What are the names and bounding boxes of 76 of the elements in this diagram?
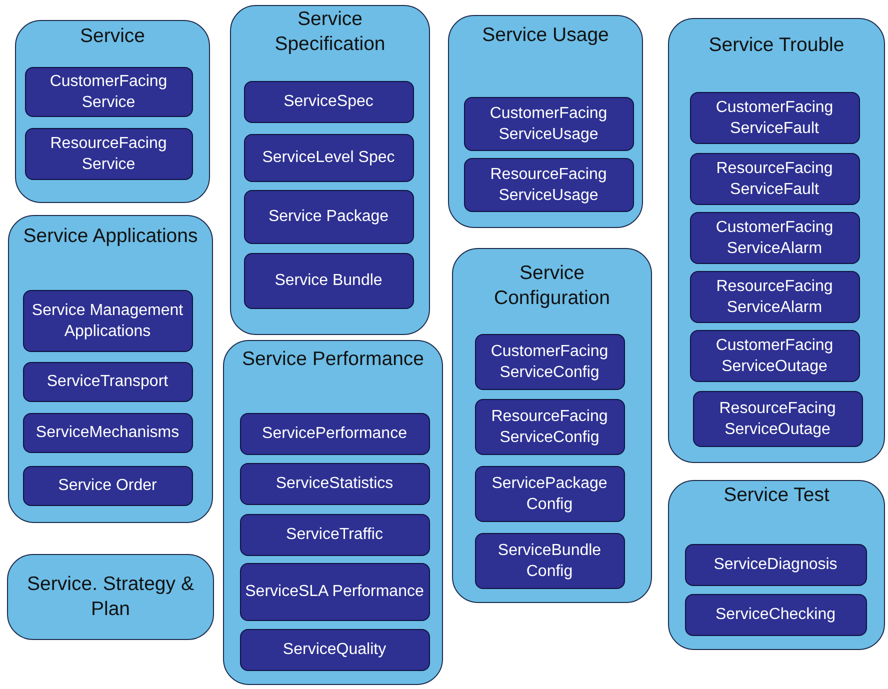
group-title: Service [78, 24, 146, 48]
group-title: Service Applications [22, 224, 199, 248]
entity-box [474, 334, 624, 390]
entity-label: ServicePackage Config [490, 474, 608, 514]
group-panel [668, 480, 885, 650]
entity-box [690, 212, 860, 264]
entity-label: Service Bundle [274, 271, 384, 291]
entity-box [240, 628, 430, 670]
entity-box [690, 152, 860, 204]
entity-box [464, 96, 634, 150]
entity-box [240, 412, 430, 454]
entity-label: ServiceChecking [714, 605, 837, 625]
entity-label: ResourceFacing ServiceFault [715, 158, 834, 200]
entity-label: ResourceFacing ServiceUsage [489, 164, 608, 206]
entity-label: ResourceFacing ServiceOutage [718, 398, 837, 440]
entity-box [22, 412, 192, 452]
entity-box [244, 190, 414, 244]
entity-box [24, 128, 192, 180]
group-panel [668, 18, 885, 463]
entity-label: ServiceQuality [282, 640, 388, 660]
entity-label: ServiceLevel Spec [261, 148, 396, 168]
entity-label: ResourceFacing Service [49, 134, 168, 174]
entity-label: ResourceFacing ServiceConfig [490, 406, 609, 448]
entity-label: ServiceSLA Performance [244, 582, 425, 602]
entity-label: CustomerFacing ServiceOutage [714, 336, 834, 376]
entity-label: ServiceTraffic [285, 525, 384, 545]
entity-label: CustomerFacing ServiceConfig [490, 342, 610, 382]
group-title: Service Configuration [493, 260, 611, 310]
group-panel [8, 215, 213, 523]
entity-label: CustomerFacing ServiceUsage [488, 104, 608, 144]
entity-box [690, 92, 860, 144]
entity-label: ServiceBundle Config [496, 540, 602, 582]
entity-label: ServiceTransport [46, 372, 170, 392]
group-panel [15, 20, 210, 203]
entity-label: ServiceMechanisms [34, 423, 180, 443]
entity-label: ServicePerformance [261, 424, 408, 444]
entity-box [690, 330, 860, 382]
group-panel [448, 15, 643, 228]
entity-box [22, 290, 192, 352]
group-title: Service Performance [240, 346, 426, 372]
entity-box [690, 270, 860, 322]
group-title: Service. Strategy & Plan [26, 572, 195, 622]
entity-box [244, 80, 414, 122]
entity-box [474, 532, 624, 588]
entity-box [464, 158, 634, 212]
group-panel [230, 5, 430, 335]
entity-box [240, 462, 430, 504]
category-box [7, 554, 214, 640]
group-panel [452, 248, 652, 603]
entity-label: CustomerFacing Service [48, 72, 168, 112]
entity-label: CustomerFacing ServiceFault [714, 98, 834, 138]
entity-label: Service Package [267, 207, 390, 227]
group-title: Service Test [722, 482, 830, 508]
entity-box [22, 362, 192, 402]
entity-label: CustomerFacing ServiceAlarm [714, 218, 834, 258]
entity-label: Service Order [57, 476, 158, 496]
entity-box [474, 398, 624, 454]
group-panel [223, 340, 443, 685]
entity-box [24, 66, 192, 116]
entity-label: Service Management Applications [30, 300, 184, 342]
entity-box [240, 514, 430, 556]
entity-box [684, 544, 866, 586]
entity-label: ServiceSpec [282, 92, 374, 112]
entity-box [240, 562, 430, 620]
entity-box [244, 134, 414, 182]
entity-box [22, 466, 192, 506]
entity-box [684, 594, 866, 636]
group-title: Service Trouble [708, 32, 846, 58]
group-title: Service Usage [481, 22, 610, 48]
entity-box [692, 390, 862, 446]
entity-label: ResourceFacing ServiceAlarm [715, 276, 834, 318]
entity-box [474, 466, 624, 522]
entity-label: ServiceStatistics [274, 474, 394, 494]
group-title: Service Specification [274, 6, 386, 56]
entity-box [244, 252, 414, 308]
entity-label: ServiceDiagnosis [712, 555, 838, 575]
